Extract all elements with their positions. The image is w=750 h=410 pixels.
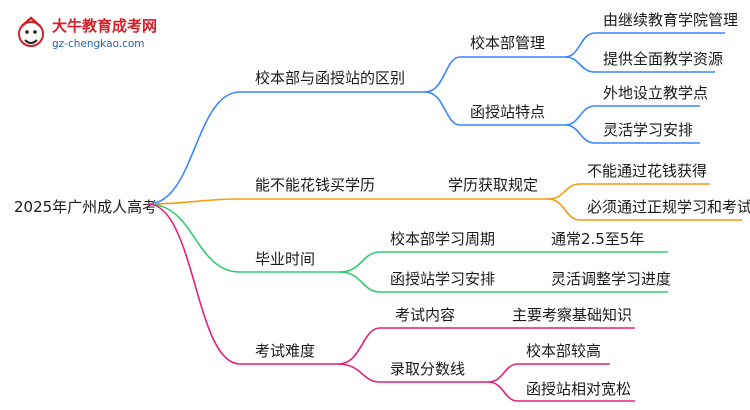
branch-4-label: 考试难度: [255, 342, 315, 360]
logo-name: 大牛教育成考网: [52, 17, 157, 35]
site-logo[interactable]: 大牛教育成考网 gz-chengkao.com: [18, 16, 157, 50]
branch-4-link: [147, 203, 241, 365]
branch-3-1-link: [339, 251, 381, 273]
branch-3-1-label: 校本部学习周期: [390, 230, 495, 248]
branch-4-1-label: 考试内容: [395, 306, 455, 324]
branch-1-1-1-label: 由继续教育学院管理: [603, 11, 738, 29]
branch-4-1-1-label: 主要考察基础知识: [512, 306, 632, 324]
branch-3-link: [147, 203, 241, 273]
logo-mascot-icon: [18, 16, 44, 47]
branch-1-1-2-link: [564, 56, 596, 73]
branch-2-1-1-label: 不能通过花钱获得: [587, 162, 707, 180]
branch-3-2-label: 函授站学习安排: [390, 270, 495, 288]
logo-url: gz-chengkao.com: [52, 38, 145, 50]
branch-1-2-2-label: 灵活学习安排: [603, 121, 693, 139]
branch-2-link: [147, 198, 241, 205]
branch-3-2-1-label: 灵活调整学习进度: [551, 270, 671, 288]
branch-1-1-link: [424, 56, 461, 93]
branch-4-2-1-link: [487, 363, 519, 383]
branch-1-2-1-label: 外地设立教学点: [603, 84, 708, 102]
branch-4-2-2-label: 函授站相对宽松: [526, 380, 631, 398]
branch-1-2-1-link: [564, 105, 596, 126]
branch-1: 校本部与函授站的区别 校本部管理 由继续教育学院管理 提供全面教学资源 函授站特…: [147, 11, 738, 205]
branch-3-1-1-label: 通常2.5至5年: [551, 230, 644, 248]
branch-1-1-1-link: [564, 32, 596, 58]
branch-4-1-link: [337, 327, 381, 365]
branch-4-2-1-label: 校本部较高: [526, 342, 601, 360]
branch-1-2-2-link: [564, 124, 596, 144]
branch-1-1-2-label: 提供全面教学资源: [603, 50, 723, 68]
root-node-label: 2025年广州成人高考: [14, 198, 157, 216]
branch-3-2-link: [339, 271, 381, 293]
branch-2-label: 能不能花钱买学历: [255, 176, 375, 194]
branch-2-1-label: 学历获取规定: [448, 176, 538, 194]
branch-1-label: 校本部与函授站的区别: [255, 69, 405, 87]
branch-1-2-label: 函授站特点: [470, 103, 545, 121]
branch-4-2-2-link: [487, 381, 519, 402]
branch-1-2-link: [424, 91, 461, 126]
branch-2-1-1-link: [547, 183, 581, 200]
branch-2-1-2-link: [547, 198, 581, 221]
branch-1-link: [147, 91, 241, 205]
branch-2: 能不能花钱买学历 学历获取规定 不能通过花钱获得 必须通过正规学习和考试: [147, 162, 750, 221]
branch-1-1-label: 校本部管理: [470, 34, 545, 52]
branch-2-1-2-label: 必须通过正规学习和考试: [587, 198, 750, 216]
branch-4-2-label: 录取分数线: [390, 360, 465, 378]
branch-3: 毕业时间 校本部学习周期 通常2.5至5年 函授站学习安排 灵活调整学习进度: [147, 203, 671, 293]
branch-3-label: 毕业时间: [255, 250, 315, 268]
branch-4: 考试难度 考试内容 主要考察基础知识 录取分数线 校本部较高 函授站相对宽松: [147, 203, 635, 402]
branch-4-2-link: [337, 363, 381, 383]
